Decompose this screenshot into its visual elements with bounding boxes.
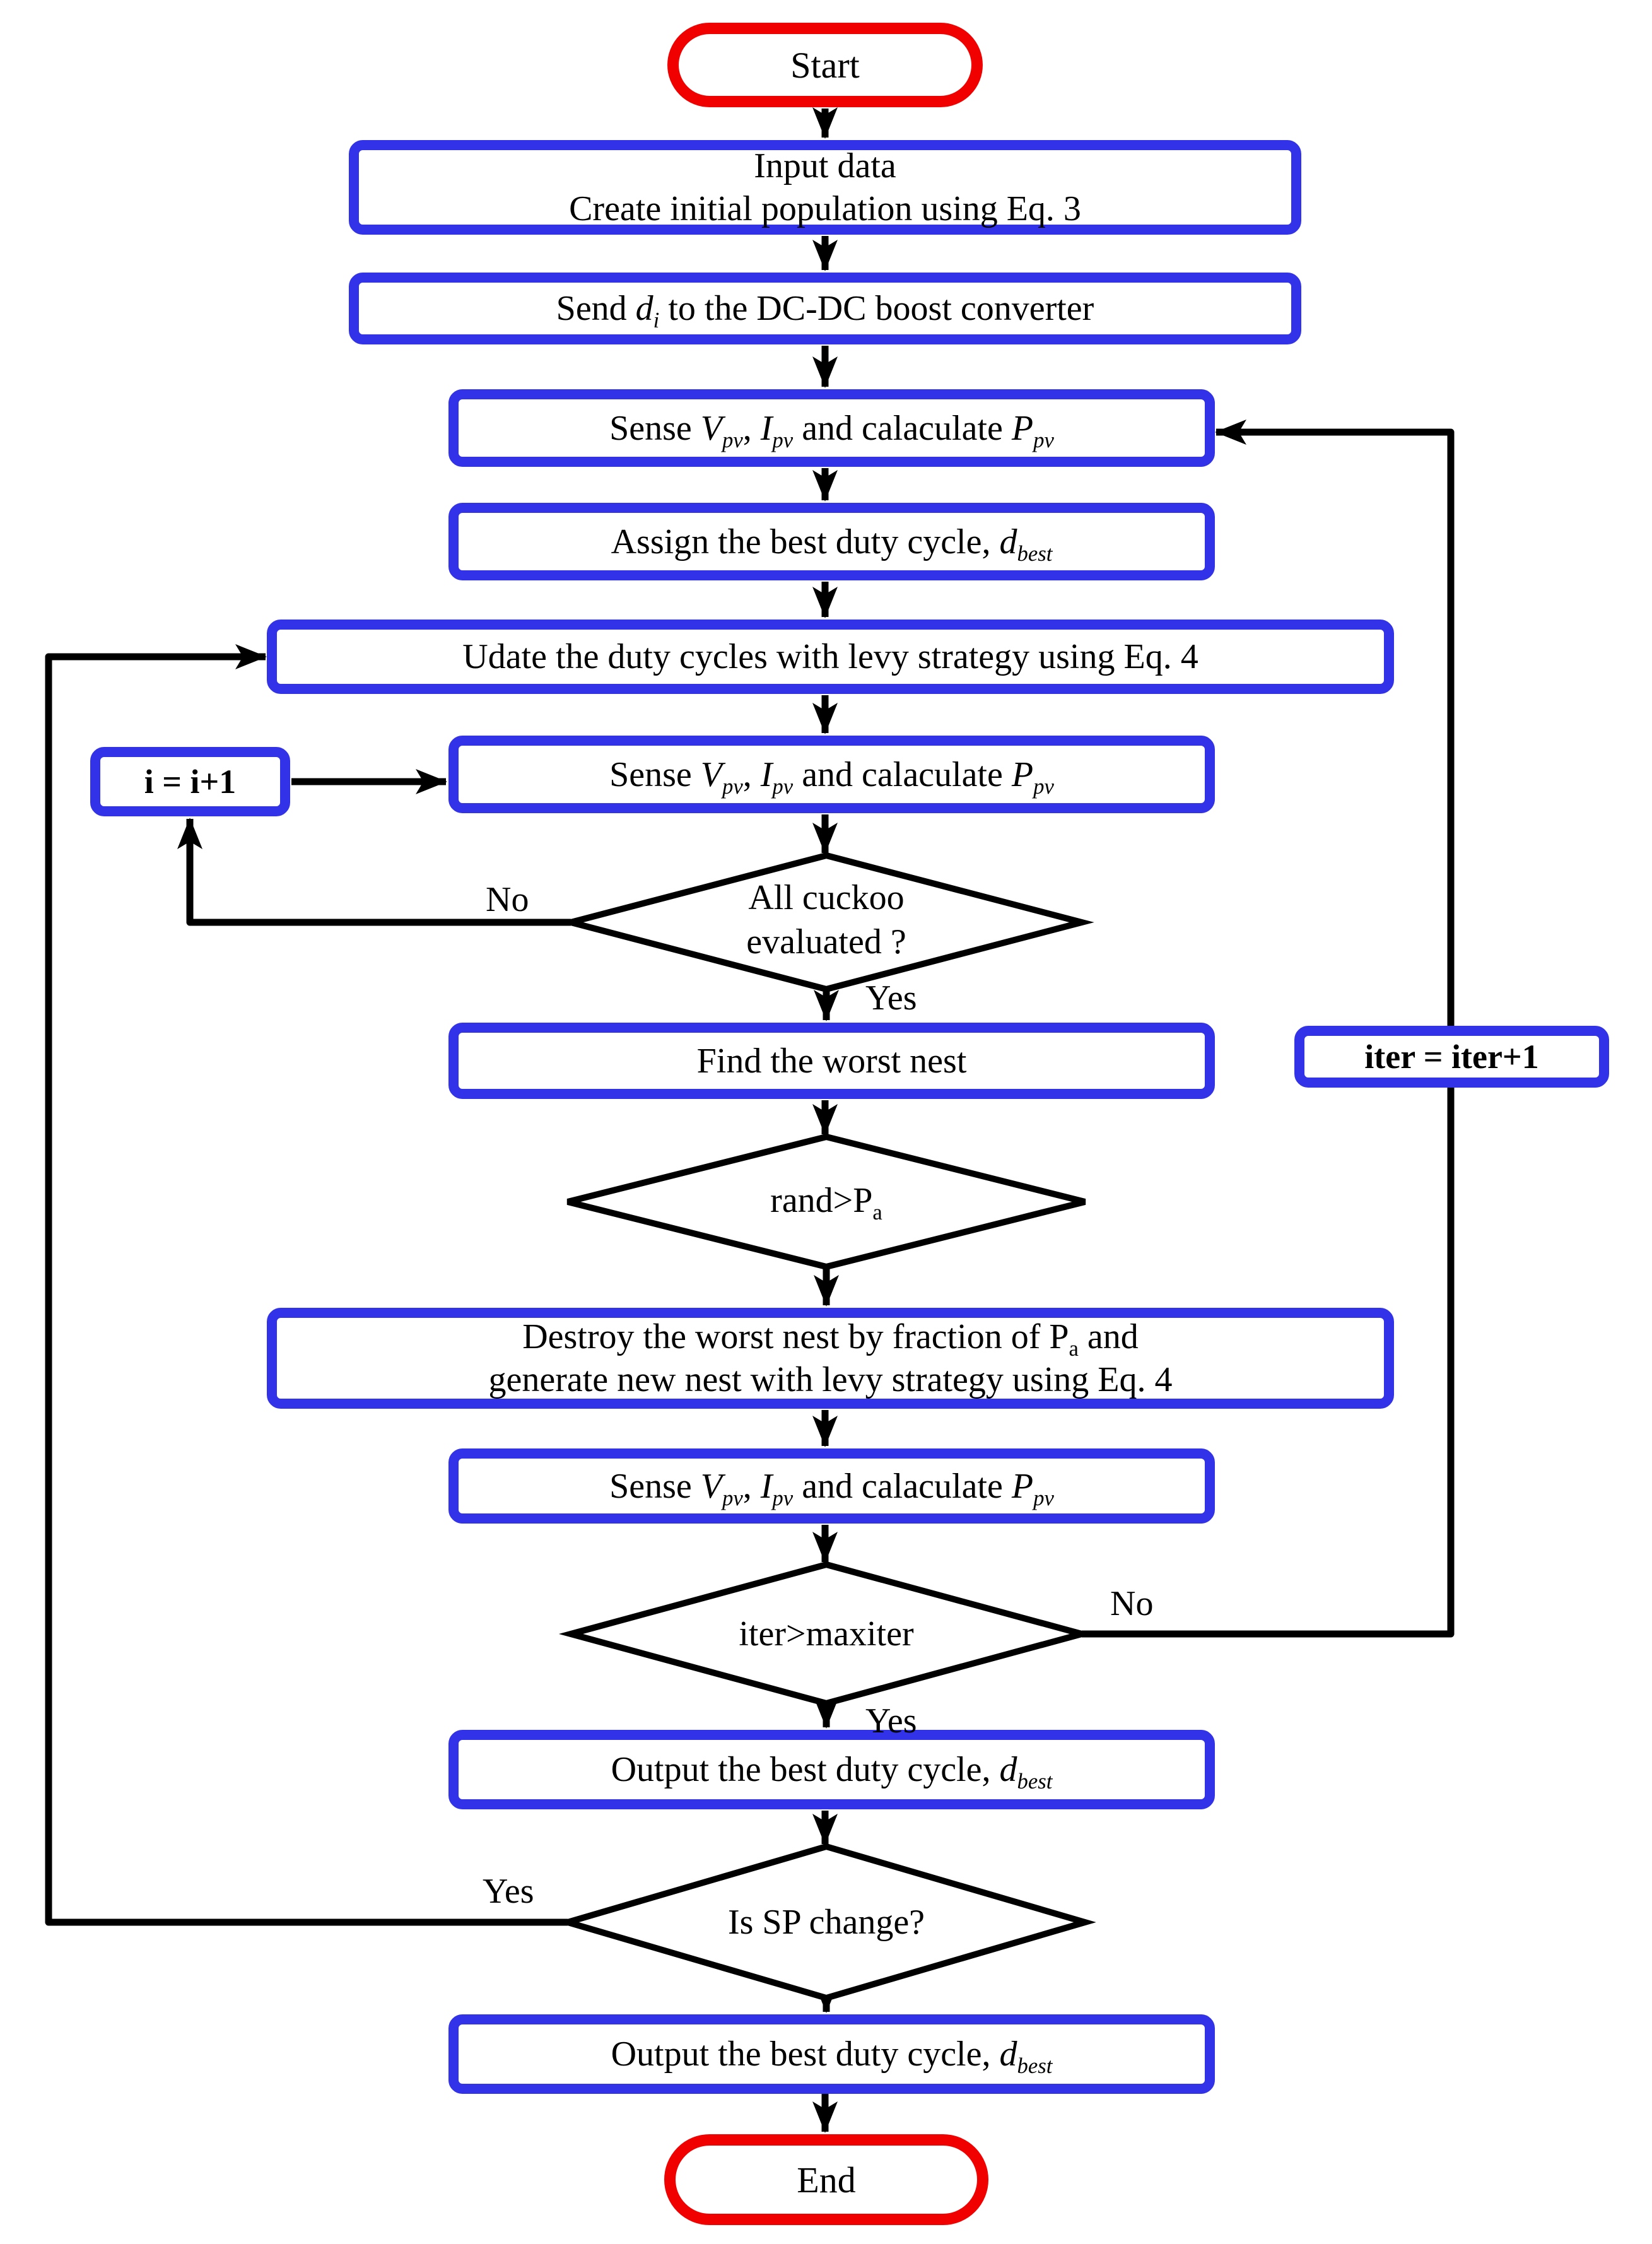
increment-i-process: i = i+1	[90, 747, 290, 816]
assign-best-duty-process: Assign the best duty cycle, dbest	[448, 503, 1215, 580]
increment-i-label: i = i+1	[144, 763, 237, 801]
end-terminal: End	[664, 2134, 988, 2225]
sp-change-text: Is SP change?	[727, 1903, 925, 1942]
output-best-duty-label: Output the best duty cycle, dbest	[611, 2035, 1053, 2079]
send-duty-cycle-process: Send di to the DC-DC boost converter	[349, 273, 1301, 344]
iter-yes-label: Yes	[865, 1701, 917, 1741]
input-data-process: Input data Create initial population usi…	[349, 140, 1301, 235]
iter-no-label: No	[1110, 1584, 1154, 1623]
start-label: Start	[790, 44, 860, 86]
cuckoo-yes-label: Yes	[865, 978, 917, 1018]
start-terminal: Start	[667, 23, 983, 107]
end-label: End	[797, 2159, 856, 2200]
sense-power-label: Sense Vpv, Ipv and calaculate Ppv	[609, 1466, 1054, 1510]
output-best-duty-process-2: Output the best duty cycle, dbest	[448, 2014, 1215, 2094]
output-best-duty-process-1: Output the best duty cycle, dbest	[448, 1730, 1215, 1809]
cuckoo-no-label: No	[486, 880, 529, 919]
sense-power-label: Sense Vpv, Ipv and calaculate Ppv	[609, 408, 1054, 452]
update-duty-cycles-process: Udate the duty cycles with levy strategy…	[267, 620, 1394, 694]
sp-yes-label: Yes	[483, 1872, 534, 1911]
increment-iter-process: iter = iter+1	[1294, 1026, 1609, 1088]
assign-best-duty-label: Assign the best duty cycle, dbest	[611, 522, 1053, 566]
rand-pa-text: rand>Pa	[770, 1181, 882, 1225]
sense-power-label: Sense Vpv, Ipv and calaculate Ppv	[609, 755, 1054, 799]
arrow-sp-yes-loop	[45, 644, 568, 1926]
input-data-label: Input data Create initial population usi…	[569, 146, 1081, 228]
increment-iter-label: iter = iter+1	[1364, 1038, 1539, 1076]
destroy-worst-nest-label: Destroy the worst nest by fraction of Pa…	[488, 1317, 1173, 1399]
rand-pa-diamond	[566, 1133, 1086, 1271]
find-worst-nest-process: Find the worst nest	[448, 1023, 1215, 1099]
arrow-cuckoo-no-loop	[177, 818, 571, 926]
sense-power-process-2: Sense Vpv, Ipv and calaculate Ppv	[448, 736, 1215, 813]
destroy-worst-nest-process: Destroy the worst nest by fraction of Pa…	[267, 1308, 1394, 1409]
iter-maxiter-text: iter>maxiter	[739, 1614, 914, 1654]
cuckoo-evaluated-diamond	[558, 852, 1094, 993]
sp-change-diamond	[556, 1843, 1096, 2002]
iter-maxiter-diamond	[558, 1561, 1094, 1707]
update-duty-cycles-label: Udate the duty cycles with levy strategy…	[462, 637, 1198, 676]
output-best-duty-label: Output the best duty cycle, dbest	[611, 1750, 1053, 1794]
cuckoo-evaluated-text: All cuckoo evaluated ?	[746, 878, 906, 961]
find-worst-nest-label: Find the worst nest	[696, 1041, 967, 1081]
sense-power-process-1: Sense Vpv, Ipv and calaculate Ppv	[448, 389, 1215, 467]
send-duty-cycle-label: Send di to the DC-DC boost converter	[556, 289, 1094, 333]
sense-power-process-3: Sense Vpv, Ipv and calaculate Ppv	[448, 1448, 1215, 1524]
